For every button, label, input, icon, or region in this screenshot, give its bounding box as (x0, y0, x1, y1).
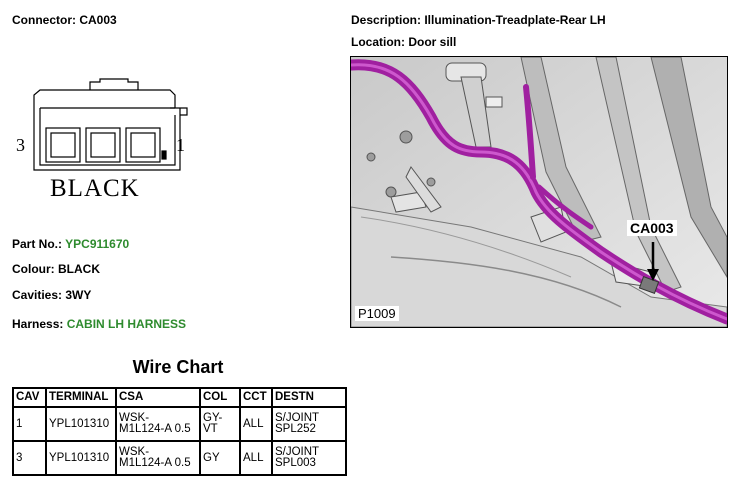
connector-callout: CA003 (627, 220, 677, 236)
cell-cct: ALL (239, 440, 273, 476)
pin-3-label: 3 (16, 135, 25, 155)
table-row: 1 YPL101310 WSK- M1L124-A 0.5 GY- VT ALL… (12, 406, 347, 442)
cell-csa: WSK- M1L124-A 0.5 (115, 406, 201, 442)
wire-chart-table: CAV TERMINAL CSA COL CCT DESTN 1 YPL1013… (12, 387, 347, 476)
cell-cct: ALL (239, 406, 273, 442)
door-sill-illustration (351, 57, 727, 327)
harness-line: Harness: CABIN LH HARNESS (12, 317, 186, 331)
part-no-line: Part No.: YPC911670 (12, 237, 129, 251)
connector-label: Connector: CA003 (12, 13, 117, 27)
pin-1-label: 1 (176, 135, 185, 155)
cell-cav: 1 (12, 406, 47, 442)
header-col: COL (199, 387, 241, 408)
photo-reference: P1009 (355, 306, 399, 321)
cell-terminal: YPL101310 (45, 440, 117, 476)
description-label: Description: Illumination-Treadplate-Rea… (351, 13, 606, 27)
table-row: 3 YPL101310 WSK- M1L124-A 0.5 GY ALL S/J… (12, 440, 347, 476)
wire-chart-header-row: CAV TERMINAL CSA COL CCT DESTN (12, 387, 347, 408)
connector-diagram: 3 1 BLACK (10, 75, 195, 210)
cell-destn: S/JOINT SPL252 (271, 406, 347, 442)
connector-color-text: BLACK (50, 175, 140, 202)
cell-col: GY- VT (199, 406, 241, 442)
cell-destn: S/JOINT SPL003 (271, 440, 347, 476)
header-cct: CCT (239, 387, 273, 408)
header-cav: CAV (12, 387, 47, 408)
harness-label: Harness: (12, 317, 64, 331)
cell-terminal: YPL101310 (45, 406, 117, 442)
part-no-value: YPC911670 (65, 237, 130, 251)
header-csa: CSA (115, 387, 201, 408)
cavities-label: Cavities: 3WY (12, 288, 92, 302)
wire-chart-title: Wire Chart (132, 357, 224, 377)
cell-csa: WSK- M1L124-A 0.5 (115, 440, 201, 476)
cell-cav: 3 (12, 440, 47, 476)
colour-label: Colour: BLACK (12, 262, 100, 276)
location-label: Location: Door sill (351, 35, 457, 49)
harness-value: CABIN LH HARNESS (66, 317, 187, 331)
cell-col: GY (199, 440, 241, 476)
part-no-label: Part No.: (12, 237, 63, 251)
connector-face-drawing (33, 78, 188, 171)
location-photo: CA003 P1009 (350, 56, 728, 328)
header-destn: DESTN (271, 387, 347, 408)
header-terminal: TERMINAL (45, 387, 117, 408)
